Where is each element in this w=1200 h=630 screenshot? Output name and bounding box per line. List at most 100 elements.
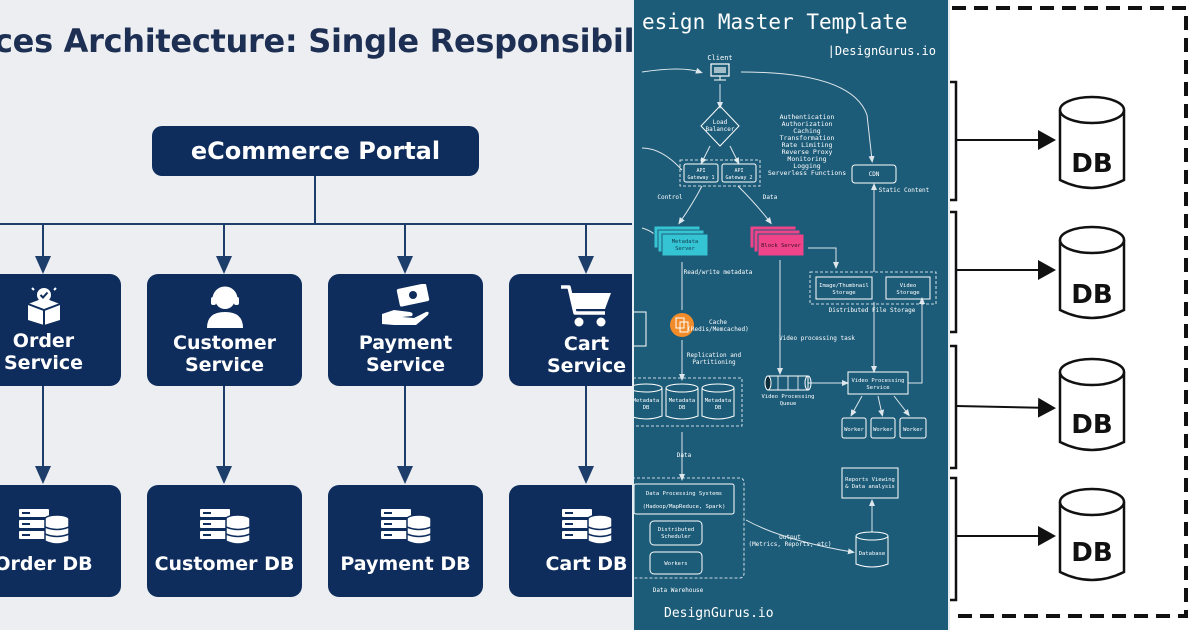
output-label: Output bbox=[779, 534, 801, 541]
cdn-label: CDN bbox=[869, 171, 880, 178]
static-content-label: Static Content bbox=[879, 187, 930, 194]
db-label: Payment DB bbox=[340, 553, 471, 575]
reports-label: & Data analysis bbox=[845, 484, 895, 490]
db-label: DB bbox=[1071, 410, 1112, 440]
worker-label: Worker bbox=[903, 427, 924, 433]
data-label: Data bbox=[677, 452, 692, 459]
block-server-stack: Block Server bbox=[749, 225, 805, 257]
db-label: DB bbox=[1071, 280, 1112, 310]
video-task-label: Video processing task bbox=[779, 335, 855, 342]
image-storage-node: Image/Thumbnail Storage bbox=[815, 276, 873, 300]
system-design-template-panel: esign Master Template |DesignGurus.io bbox=[632, 0, 950, 630]
service-label: Service bbox=[547, 355, 626, 377]
metadata-db-label: DB bbox=[643, 405, 650, 411]
feature-item: Rate Limiting bbox=[782, 141, 833, 149]
metadata-db: Metadata DB bbox=[701, 383, 735, 420]
order-db-box: Order DB bbox=[0, 485, 121, 597]
api-gateway-group bbox=[679, 159, 761, 187]
storage-label: Storage bbox=[832, 290, 855, 296]
data-label: Data bbox=[763, 194, 778, 201]
distributed-scheduler-node: Distributed Scheduler bbox=[649, 520, 703, 546]
dps-label: (Hadoop/MapReduce, Spark) bbox=[643, 504, 726, 510]
service-label: Customer bbox=[173, 332, 276, 354]
database-server-icon bbox=[18, 509, 70, 545]
scheduler-label: Distributed bbox=[658, 527, 694, 533]
database-label: Database bbox=[859, 551, 886, 557]
db-label: DB bbox=[1071, 149, 1112, 179]
worker-label: Worker bbox=[844, 427, 865, 433]
storage-label: Image/Thumbnail bbox=[819, 283, 869, 289]
control-label: Control bbox=[657, 194, 683, 201]
feature-item: Caching bbox=[793, 127, 820, 135]
api-gateway-2: API Gateway 2 bbox=[721, 163, 757, 183]
block-server-label: Block Server bbox=[761, 243, 801, 249]
cart-service-box: Cart Service bbox=[509, 274, 632, 386]
gateway-label: Gateway 1 bbox=[687, 175, 714, 181]
gateway-label: API bbox=[696, 168, 705, 174]
metadata-db: Metadata DB bbox=[634, 383, 663, 420]
portal-label: eCommerce Portal bbox=[190, 137, 441, 165]
shopping-cart-icon bbox=[560, 285, 611, 327]
workers-label: Workers bbox=[664, 561, 687, 567]
metadata-db-label: Metadata bbox=[669, 398, 696, 404]
worker-node: Worker bbox=[841, 417, 867, 439]
service-label: Payment bbox=[358, 332, 453, 354]
connector-lines bbox=[0, 176, 632, 484]
replication-label: Replication and bbox=[687, 352, 742, 359]
service-label: Service bbox=[366, 354, 445, 376]
db-label: Customer DB bbox=[154, 553, 295, 575]
payment-db-box: Payment DB bbox=[328, 485, 483, 597]
scheduler-label: Scheduler bbox=[661, 534, 691, 540]
hand-money-icon bbox=[381, 284, 429, 325]
footer-brand: DesignGurus.io bbox=[664, 606, 774, 621]
diagram-connectors bbox=[641, 67, 925, 555]
worker-node: Worker bbox=[899, 417, 927, 439]
db-cylinder bbox=[1058, 225, 1126, 320]
system-design-diagram: Client Load Balancer API Gateway 1 API G… bbox=[634, 54, 937, 594]
output-label: (Metrics, Reports, etc) bbox=[748, 541, 831, 548]
reports-node: Reports Viewing & Data analysis bbox=[841, 467, 899, 499]
queue-label: Video Processing bbox=[762, 394, 815, 400]
video-processing-service-node: Video Processing Service bbox=[847, 371, 909, 395]
edge-node bbox=[634, 311, 647, 347]
cache-label: (Redis/Memcached) bbox=[687, 326, 748, 333]
metadata-db-group bbox=[634, 377, 743, 427]
payment-service-box: Payment Service bbox=[328, 274, 483, 386]
db-cylinder bbox=[1058, 487, 1126, 582]
database-per-service-panel: DB DB DB DB bbox=[950, 0, 1200, 630]
feature-item: Logging bbox=[793, 162, 820, 170]
brand-label: |DesignGurus.io bbox=[827, 44, 936, 58]
db-cylinder bbox=[1058, 357, 1126, 452]
load-balancer-label: Load bbox=[713, 119, 728, 126]
load-balancer-label: Balancer bbox=[706, 126, 735, 133]
metadata-db-label: DB bbox=[715, 405, 722, 411]
video-storage-node: Video Storage bbox=[885, 276, 931, 300]
dashed-boundary bbox=[952, 6, 1188, 618]
ecommerce-architecture-panel: ces Architecture: Single Responsibili eC… bbox=[0, 0, 632, 630]
db-arrows bbox=[955, 130, 1056, 546]
gateway-label: API bbox=[734, 168, 743, 174]
db-cylinders bbox=[1058, 95, 1126, 582]
video-processing-queue bbox=[764, 375, 812, 391]
client-monitor-icon bbox=[710, 63, 730, 81]
order-service-box: Order Service bbox=[0, 274, 121, 386]
metadata-server-label: Metadata bbox=[672, 239, 699, 245]
metadata-server-label: Server bbox=[675, 246, 696, 252]
service-label: Service bbox=[4, 352, 83, 374]
storage-label: Storage bbox=[896, 290, 919, 296]
customer-db-box: Customer DB bbox=[147, 485, 302, 597]
feature-item: Reverse Proxy bbox=[782, 148, 833, 156]
db-cylinder bbox=[1058, 95, 1126, 190]
feature-item: Monitoring bbox=[787, 155, 826, 163]
workers-node: Workers bbox=[649, 551, 703, 575]
metadata-db-label: Metadata bbox=[705, 398, 732, 404]
gateway-feature-list: Authentication Authorization Caching Tra… bbox=[768, 113, 846, 177]
feature-item: Authorization bbox=[782, 120, 833, 128]
warehouse-label: Data Warehouse bbox=[653, 587, 704, 594]
data-warehouse-group bbox=[634, 477, 745, 579]
client-label: Client bbox=[707, 54, 732, 62]
gateway-label: Gateway 2 bbox=[725, 175, 752, 181]
db-label: DB bbox=[1071, 538, 1112, 568]
worker-node: Worker bbox=[870, 417, 896, 439]
db-sketch-diagram: DB DB DB DB bbox=[950, 6, 1188, 618]
